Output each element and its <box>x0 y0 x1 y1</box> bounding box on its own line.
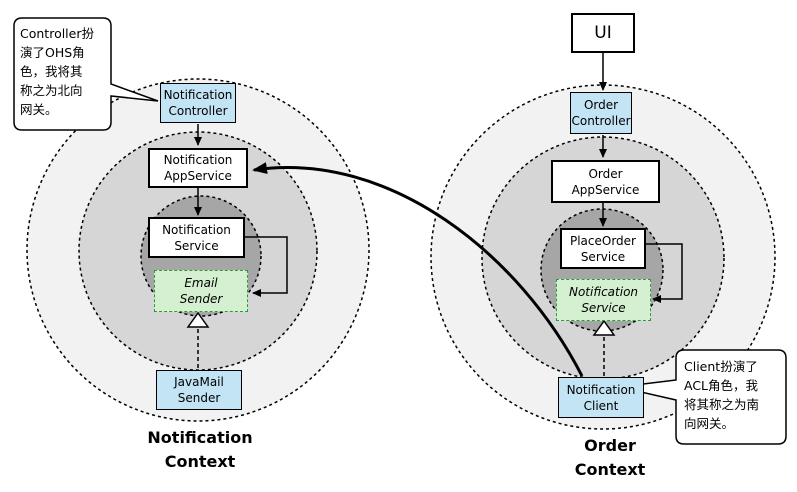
order-context-title: Order Context <box>540 434 680 482</box>
email-sender-line2: Sender <box>179 292 223 306</box>
ohs-callout-line: 称之为北向 <box>20 83 83 98</box>
ui-box: UI <box>571 13 635 53</box>
notification-client-line2: Client <box>583 398 619 413</box>
acl-callout-bubble <box>618 349 787 445</box>
notification-context-title-line2: Context <box>164 452 236 471</box>
email-sender: Email Sender <box>154 270 248 312</box>
realization-triangle-notification <box>186 311 210 328</box>
email-sender-line1: Email <box>184 276 218 290</box>
notification-client: Notification Client <box>558 377 644 418</box>
placeorder-service-line1: PlaceOrder <box>569 233 636 248</box>
notification-appservice: Notification AppService <box>148 148 248 188</box>
placeorder-service: PlaceOrder Service <box>560 228 646 269</box>
acl-callout-line: 向网关。 <box>684 416 735 431</box>
ui-label: UI <box>594 23 612 43</box>
order-controller: Order Controller <box>570 92 632 134</box>
notification-service: Notification Service <box>148 217 245 258</box>
arrow-service-to-emailsender <box>244 236 288 297</box>
order-notification-service-line1: Notification <box>568 285 639 299</box>
ohs-callout-line: 网关。 <box>20 102 58 117</box>
javamail-sender-line1: JavaMail <box>174 375 224 389</box>
notification-appservice-line2: AppService <box>164 169 232 183</box>
ohs-callout-line: Controller扮 <box>20 26 94 41</box>
arrow-client-to-notification-appservice <box>252 162 584 377</box>
order-controller-line2: Controller <box>571 114 631 128</box>
ohs-callout-line: 色，我将其 <box>20 64 83 79</box>
order-controller-line1: Order <box>583 98 619 112</box>
order-appservice-line1: Order <box>588 166 623 181</box>
notification-context-title-line1: Notification <box>147 428 253 447</box>
acl-callout-text: Client扮演了 ACL角色，我 将其称之为南 向网关。 <box>684 357 784 433</box>
notification-appservice-line1: Notification <box>163 153 233 167</box>
notification-context-title: Notification Context <box>130 426 270 474</box>
placeorder-service-line2: Service <box>580 249 626 264</box>
notification-client-line1: Notification <box>566 382 636 397</box>
notification-service-line2: Service <box>174 238 219 253</box>
acl-callout-line: ACL角色，我 <box>684 378 759 393</box>
acl-callout-line: 将其称之为南 <box>684 397 760 412</box>
realization-triangle-order <box>592 319 616 336</box>
order-appservice-line2: AppService <box>571 182 640 197</box>
arrow-placeorder-to-notificationservice <box>646 243 683 303</box>
order-context-title-line2: Context <box>574 460 646 479</box>
ohs-callout-line: 演了OHS角 <box>20 45 85 60</box>
notification-controller-line1: Notification <box>163 88 233 102</box>
notification-service-line1: Notification <box>162 222 231 237</box>
acl-callout-line: Client扮演了 <box>684 359 758 374</box>
order-notification-service: Notification Service <box>556 279 651 321</box>
javamail-sender: JavaMail Sender <box>156 370 242 410</box>
notification-controller-line2: Controller <box>168 104 228 118</box>
order-context-title-line1: Order <box>584 436 636 455</box>
notification-controller: Notification Controller <box>160 83 236 123</box>
ohs-callout-text: Controller扮 演了OHS角 色，我将其 称之为北向 网关。 <box>20 24 112 119</box>
order-notification-service-line2: Service <box>581 301 626 315</box>
ohs-callout-bubble <box>13 17 159 131</box>
order-appservice: Order AppService <box>551 160 660 203</box>
javamail-sender-line2: Sender <box>177 391 221 405</box>
